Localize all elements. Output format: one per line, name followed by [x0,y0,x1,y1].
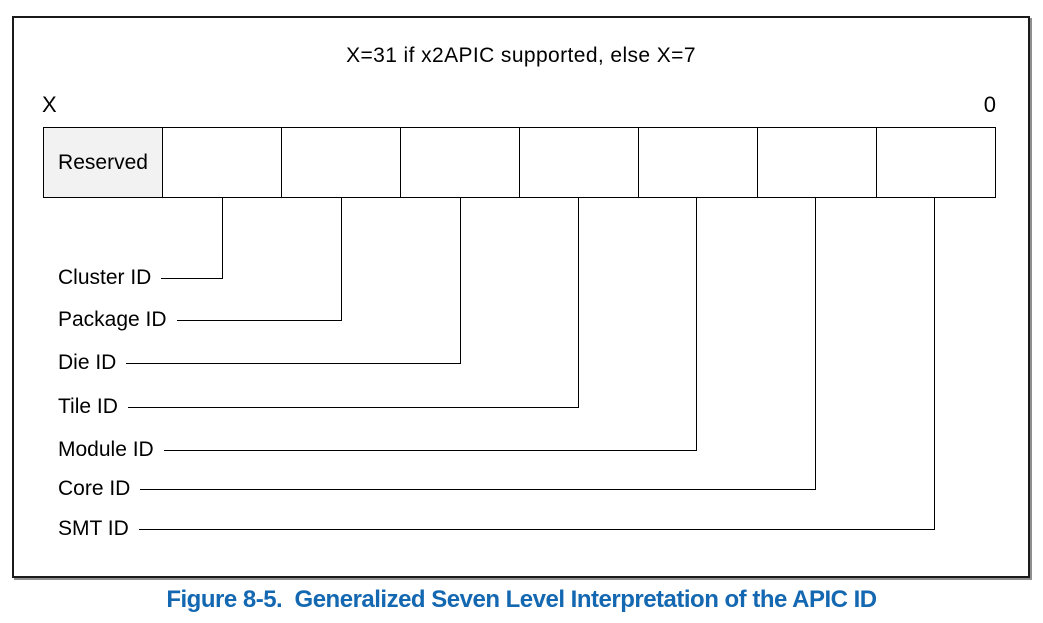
figure-caption: Figure 8-5. Generalized Seven Level Inte… [166,586,877,613]
field-row-tile: Tile ID [58,394,579,420]
field-row-package: Package ID [58,307,342,333]
leader-line-module [163,449,697,451]
leader-line-package [176,319,342,321]
field-label-smt: SMT ID [58,517,129,540]
leader-vertical-core [815,197,816,489]
leader-vertical-package [341,197,342,320]
note-text: X=31 if x2APIC supported, else X=7 [346,44,696,67]
field-row-core: Core ID [58,476,816,502]
register-cell-package [282,128,401,197]
field-row-die: Die ID [58,350,461,376]
register-cell-tile [520,128,639,197]
leader-line-cluster [161,277,223,279]
field-label-core: Core ID [58,477,131,500]
leader-line-tile [127,406,579,408]
leader-vertical-cluster [222,197,223,278]
field-label-tile: Tile ID [58,395,118,418]
reserved-label: Reserved [58,150,148,174]
register-cell-module [639,128,758,197]
register-cell-core [758,128,877,197]
leader-line-smt [138,528,935,530]
field-label-cluster: Cluster ID [58,266,152,289]
high-bit-label: X [42,92,57,117]
leader-vertical-module [696,197,697,450]
leader-line-die [126,362,461,364]
leader-vertical-tile [578,197,579,407]
leader-line-core [140,488,816,490]
leader-vertical-die [460,197,461,363]
register-cell-reserved: Reserved [44,128,163,197]
figure-border-frame [12,16,1030,578]
leader-vertical-smt [934,197,935,529]
field-label-die: Die ID [58,351,117,374]
register-cell-smt [877,128,995,197]
field-row-cluster: Cluster ID [58,265,223,291]
register-cell-cluster [163,128,282,197]
field-row-module: Module ID [58,437,697,463]
field-label-package: Package ID [58,308,167,331]
low-bit-label: 0 [983,92,996,117]
apic-id-register: Reserved [43,127,996,198]
field-row-smt: SMT ID [58,516,935,542]
field-label-module: Module ID [58,438,154,461]
bit-range-row: X 0 [42,92,996,118]
register-cell-die [401,128,520,197]
